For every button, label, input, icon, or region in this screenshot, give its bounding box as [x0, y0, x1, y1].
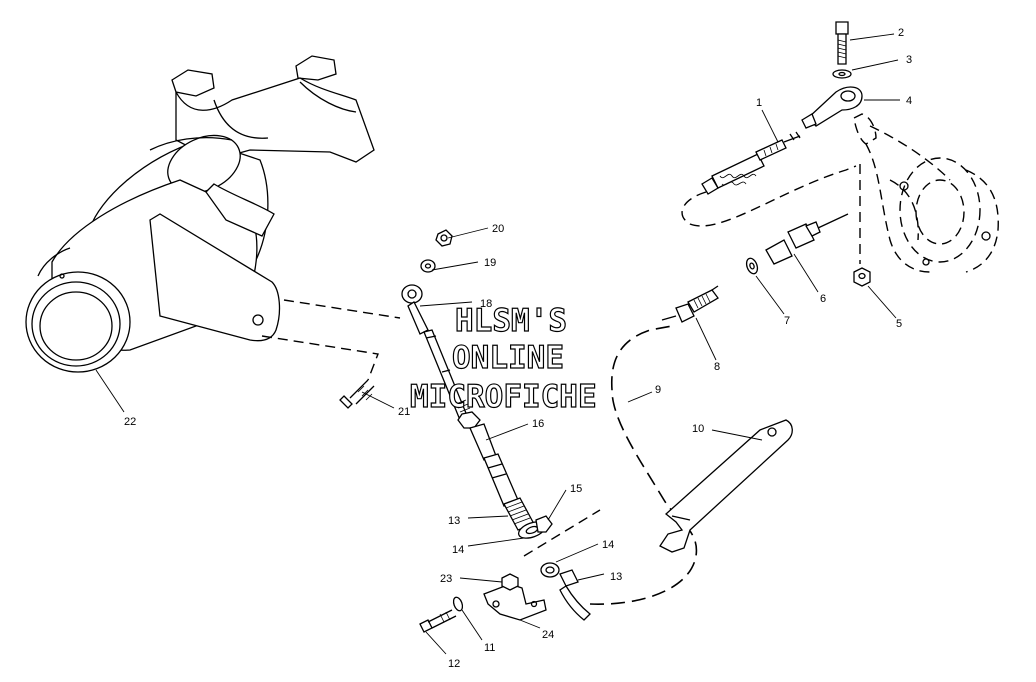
- callout-11: 11: [484, 642, 495, 654]
- cable-fittings-lower: [540, 562, 591, 621]
- lower-bracket: [419, 573, 547, 633]
- callout-15: 15: [570, 483, 582, 495]
- leader-lines: [95, 33, 900, 655]
- callout-16: 16: [532, 418, 544, 430]
- callout-24: 24: [542, 629, 554, 641]
- callout-23: 23: [440, 573, 452, 585]
- callout-22: 22: [124, 416, 136, 428]
- callout-14a: 14: [452, 544, 464, 556]
- link-rod-assembly: [401, 229, 553, 539]
- linkage-hardware: [801, 21, 863, 129]
- callout-2: 2: [898, 27, 904, 39]
- bolt-21: [339, 379, 375, 409]
- carburetor-outline: [853, 113, 999, 287]
- callout-3: 3: [906, 54, 912, 66]
- callout-8: 8: [714, 361, 720, 373]
- callout-4: 4: [906, 95, 912, 107]
- callout-numbers: 1 2 3 4 5 6 7 8 9 10 11 12 13 13 14 14 1…: [124, 27, 912, 670]
- callout-18: 18: [480, 298, 492, 310]
- callout-13b: 13: [610, 571, 622, 583]
- cable-fitting-8: [661, 285, 719, 323]
- watermark: HLSM'S ONLINE MICROFICHE: [409, 302, 597, 415]
- callout-13a: 13: [448, 515, 460, 527]
- cable-fitting-6: [745, 213, 849, 275]
- callout-10: 10: [692, 423, 704, 435]
- callout-14b: 14: [602, 539, 614, 551]
- callout-1: 1: [756, 97, 762, 109]
- callout-20: 20: [492, 223, 504, 235]
- throttle-cable: [701, 131, 801, 195]
- callout-21: 21: [398, 406, 410, 418]
- callout-7: 7: [784, 315, 790, 327]
- callout-19: 19: [484, 257, 496, 269]
- watermark-line-3: MICROFICHE: [410, 379, 597, 415]
- callout-5: 5: [896, 318, 902, 330]
- callout-12: 12: [448, 658, 460, 670]
- watermark-line-2: ONLINE: [452, 340, 564, 376]
- cable-bracket: [659, 419, 793, 553]
- watermark-line-1: HLSM'S: [455, 303, 567, 339]
- transmission-housing: [25, 55, 375, 373]
- callout-9: 9: [655, 384, 661, 396]
- callout-6: 6: [820, 293, 826, 305]
